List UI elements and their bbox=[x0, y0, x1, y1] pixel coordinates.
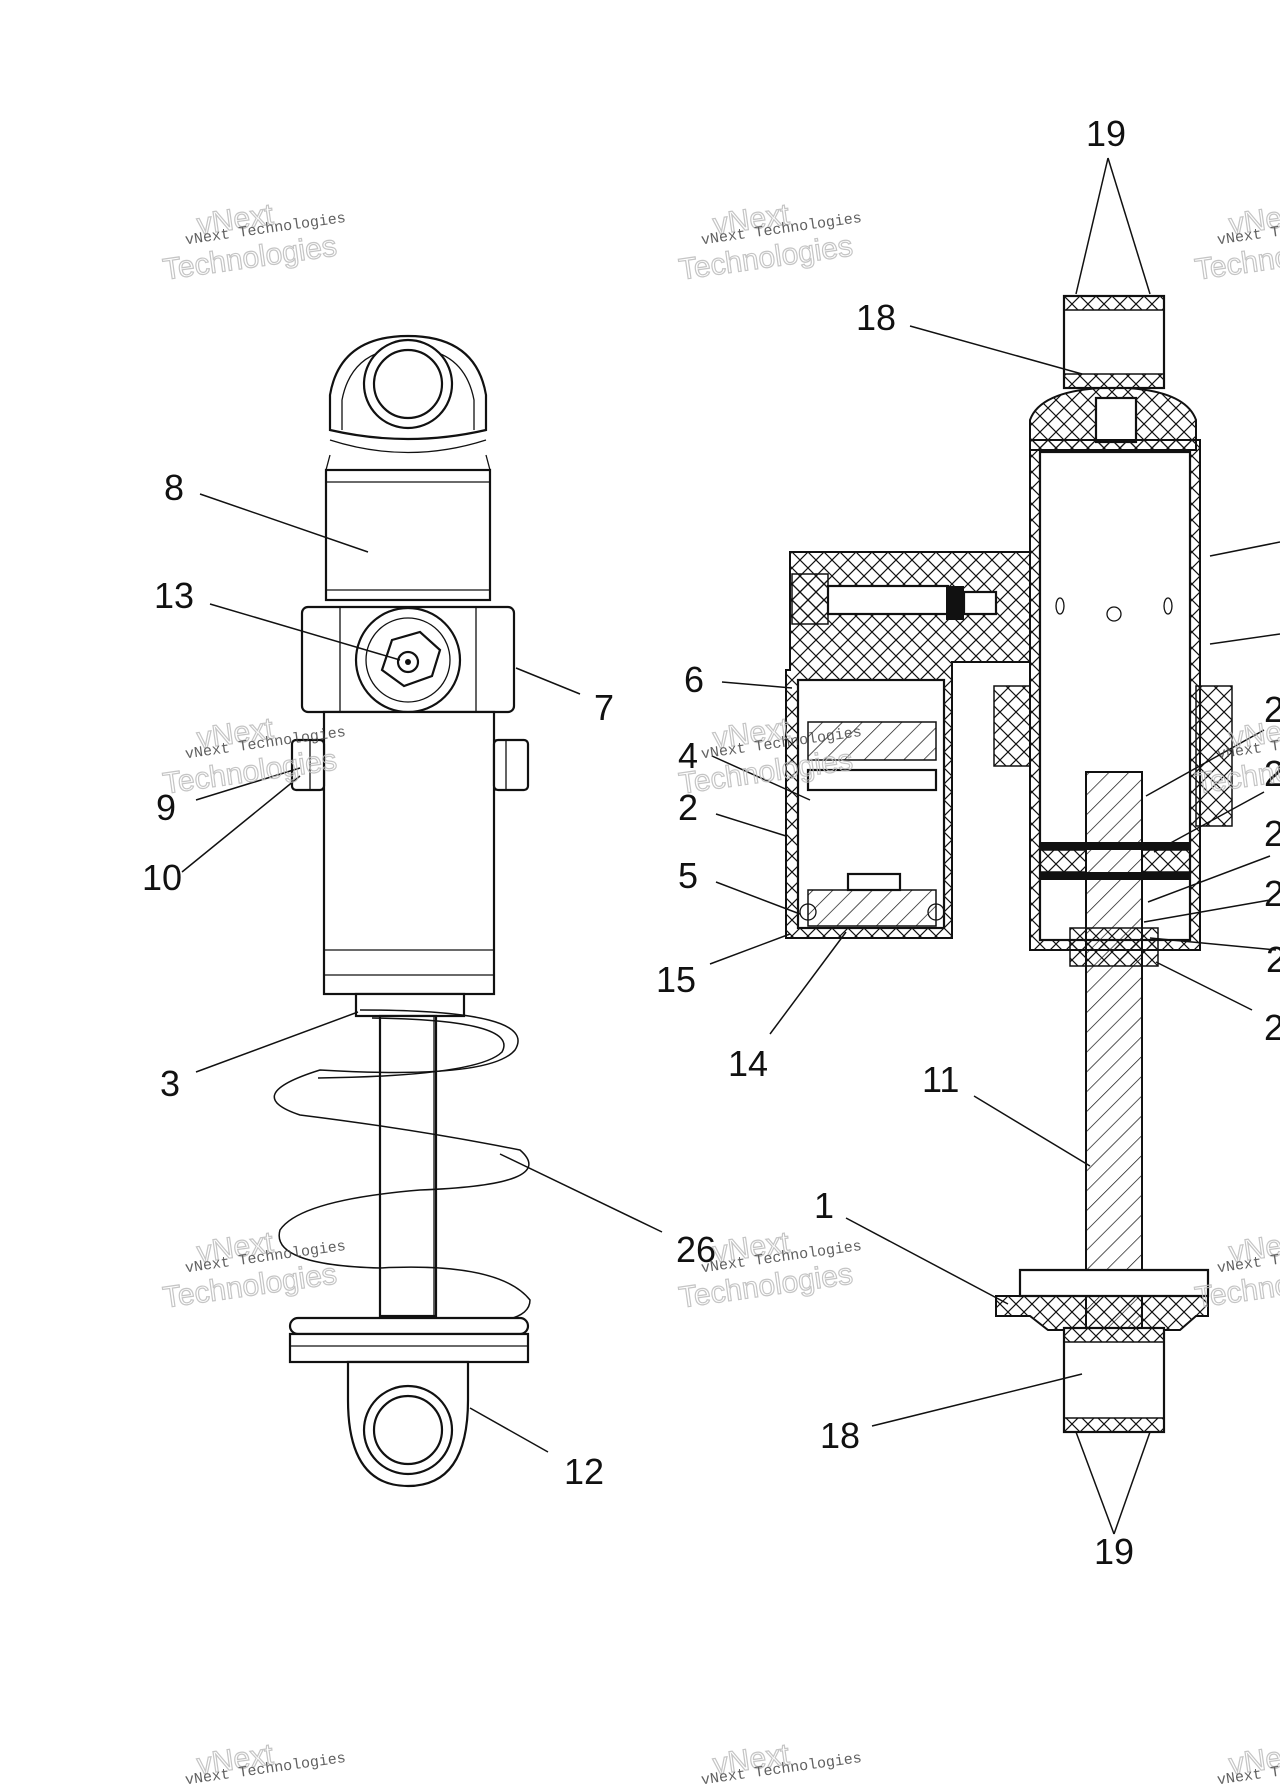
watermark: vNext vNext Technologies Technologies bbox=[1192, 197, 1280, 287]
shock-section-view bbox=[785, 294, 1233, 1434]
watermark: vNext vNext Technologies bbox=[184, 1737, 347, 1789]
callout-r4: 2 bbox=[1264, 873, 1280, 914]
callout-r3: 2 bbox=[1264, 813, 1280, 854]
callout-19-top: 19 bbox=[1086, 113, 1126, 154]
watermark: vNext vNext Technologies bbox=[1216, 1737, 1280, 1789]
callout-18-top: 18 bbox=[856, 297, 896, 338]
callout-r2: 2 bbox=[1264, 753, 1280, 794]
callout-9: 9 bbox=[156, 787, 176, 828]
callout-r6: 2 bbox=[1264, 1007, 1280, 1048]
shock-external-view bbox=[273, 334, 531, 1488]
callout-r1: 2 bbox=[1264, 689, 1280, 730]
callout-12: 12 bbox=[564, 1451, 604, 1492]
callout-18-bottom: 18 bbox=[820, 1415, 860, 1456]
callout-labels: 8 13 7 9 10 3 26 12 19 18 6 4 2 5 15 14 … bbox=[142, 113, 1280, 1572]
callout-3: 3 bbox=[160, 1063, 180, 1104]
callout-r5: 2 bbox=[1266, 939, 1280, 980]
watermark: vNext vNext Technologies Technologies bbox=[676, 197, 863, 287]
callout-1: 1 bbox=[814, 1185, 834, 1226]
watermark: vNext vNext Technologies Technologies bbox=[160, 197, 347, 287]
watermark: vNext vNext Technologies bbox=[700, 1737, 863, 1789]
callout-11: 11 bbox=[922, 1059, 959, 1100]
callout-4: 4 bbox=[678, 735, 698, 776]
callout-13: 13 bbox=[154, 575, 194, 616]
callout-6: 6 bbox=[684, 659, 704, 700]
callout-2: 2 bbox=[678, 787, 698, 828]
callout-19-bottom: 19 bbox=[1094, 1531, 1134, 1572]
watermark: vNext vNext Technologies Technologies bbox=[160, 1225, 347, 1315]
callout-14: 14 bbox=[728, 1043, 768, 1084]
callout-26: 26 bbox=[676, 1229, 716, 1270]
callout-5: 5 bbox=[678, 855, 698, 896]
callout-7: 7 bbox=[594, 687, 614, 728]
callout-8: 8 bbox=[164, 467, 184, 508]
callout-15: 15 bbox=[656, 959, 696, 1000]
leader-lines bbox=[181, 157, 1280, 1535]
watermark: vNext vNext Technologies Technologies bbox=[1192, 1225, 1280, 1315]
callout-10: 10 bbox=[142, 857, 182, 898]
